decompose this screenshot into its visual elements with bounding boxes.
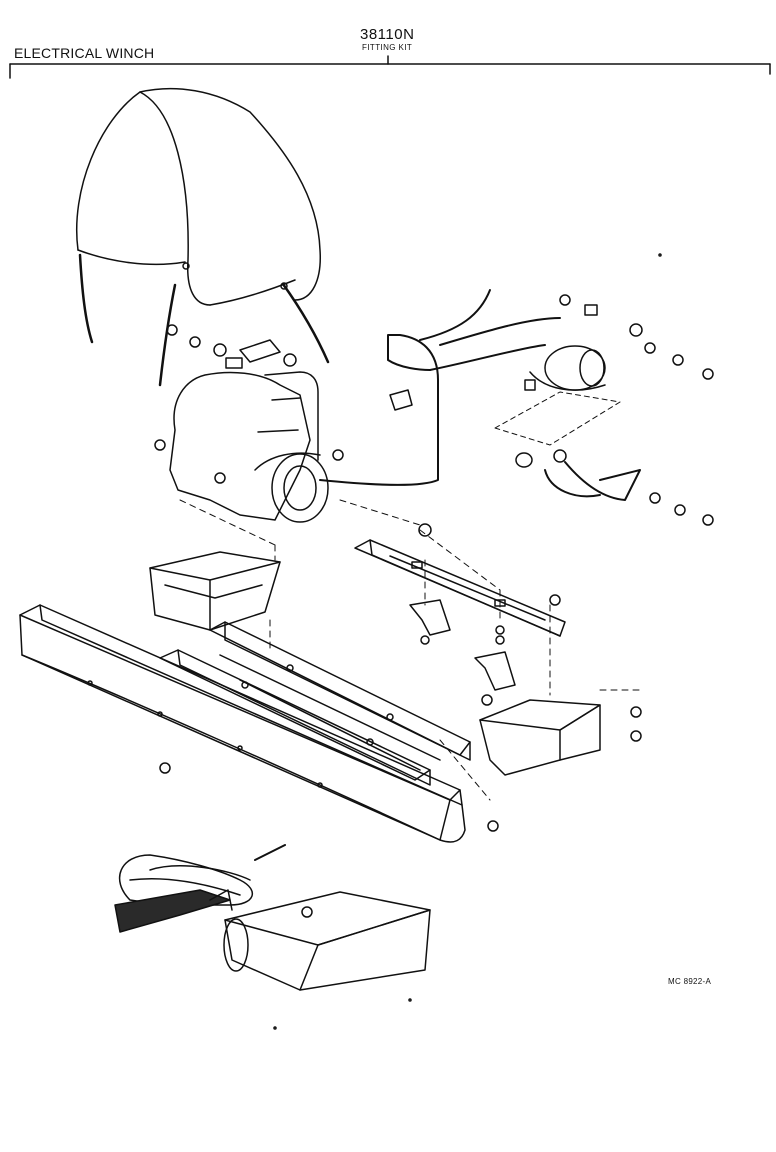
remote-control-icon — [115, 845, 285, 932]
upper-right-rail — [355, 524, 565, 636]
bracket-icon — [150, 552, 280, 630]
storage-case-icon — [224, 892, 430, 990]
stray-marks — [274, 254, 661, 1029]
kit-label: FITTING KIT — [362, 43, 413, 52]
clamp-brackets — [410, 600, 515, 690]
bumper-icon — [20, 605, 498, 842]
solenoid-cables — [516, 450, 713, 525]
header-bracket — [10, 56, 770, 78]
cover-icon — [77, 89, 328, 385]
channel-rails — [160, 622, 470, 785]
winch-motor-icon — [155, 340, 343, 522]
lower-right-bracket — [480, 695, 641, 775]
diagram-title: ELECTRICAL WINCH — [14, 45, 155, 61]
cable-harness — [320, 290, 560, 485]
figure-code: MC 8922-A — [668, 977, 712, 986]
part-number: 38110N — [360, 26, 415, 43]
solenoid-icon — [495, 295, 713, 445]
